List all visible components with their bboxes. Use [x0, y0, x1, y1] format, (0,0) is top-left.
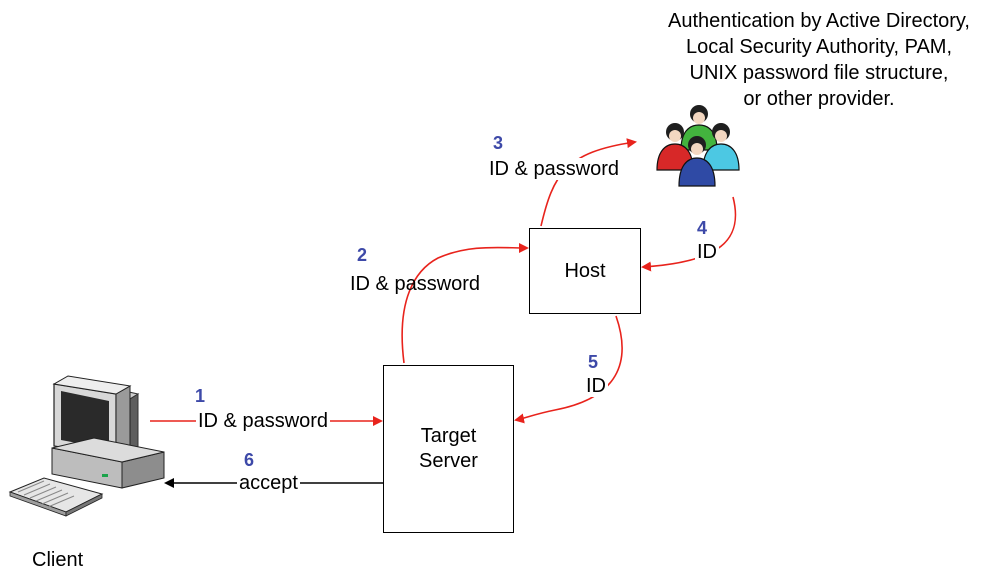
provider-note: Authentication by Active Directory, Loca… — [636, 8, 1002, 112]
step-6-label: accept — [237, 472, 300, 494]
provider-note-line-2: Local Security Authority, PAM, — [685, 36, 953, 58]
step-5-label-wrap: ID — [584, 374, 608, 398]
user-group-icon — [656, 105, 740, 187]
arrow-step-5 — [514, 315, 623, 424]
arrow-step-4 — [641, 196, 737, 272]
host-label: Host — [564, 259, 606, 282]
step-3-label-wrap: ID & password — [487, 157, 622, 181]
step-4-label-wrap: ID — [695, 240, 719, 264]
step-2-label: ID & password — [350, 273, 481, 295]
target-server-label-line-1: Target — [420, 425, 477, 447]
host-box: Host — [529, 228, 641, 314]
step-4-label: ID — [695, 241, 719, 263]
target-server-label-line-2: Server — [419, 450, 478, 472]
client-computer-icon — [8, 375, 165, 517]
provider-note-line-3: UNIX password file structure, — [689, 62, 949, 84]
step-6-number: 6 — [244, 450, 255, 470]
target-server-box: Target Server — [383, 365, 514, 533]
arrow-step-2 — [401, 242, 529, 364]
step-5-number: 5 — [588, 352, 599, 372]
step-5-label: ID — [584, 375, 608, 397]
step-1-label: ID & password — [196, 410, 331, 432]
step-3-number: 3 — [493, 133, 504, 153]
step-1-label-wrap: ID & password — [196, 409, 331, 433]
step-2-number: 2 — [357, 245, 368, 265]
client-label: Client — [32, 549, 84, 571]
step-1-number: 1 — [195, 386, 206, 406]
step-6-label-wrap: accept — [237, 471, 300, 495]
step-3-label: ID & password — [487, 158, 622, 180]
arrow-step-3 — [540, 138, 637, 227]
provider-note-line-1: Authentication by Active Directory, — [668, 10, 970, 32]
provider-note-line-4: or other provider. — [743, 88, 895, 110]
step-4-number: 4 — [697, 218, 708, 238]
